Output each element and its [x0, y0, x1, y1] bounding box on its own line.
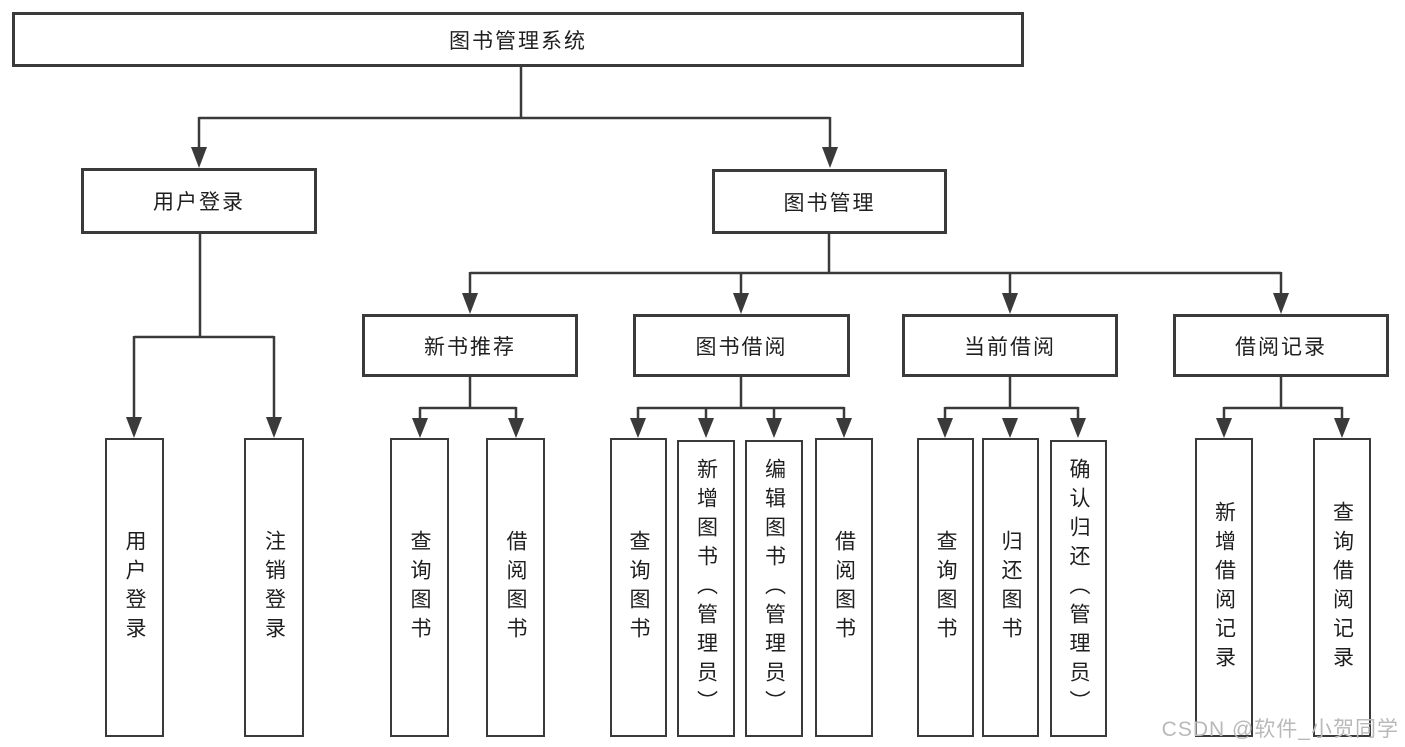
leaf-confirm-return-admin: 确认归还（管理员） [1050, 440, 1107, 737]
leaf-logout: 注销登录 [244, 438, 304, 737]
node-book-management-label: 图书管理 [783, 191, 876, 215]
leaf-borrow-books-2-label: 借阅图书 [832, 529, 856, 646]
leaf-query-books-2-label: 查询图书 [627, 529, 650, 646]
leaf-query-borrow-record-label: 查询借阅记录 [1330, 500, 1354, 675]
node-borrow-records-label: 借阅记录 [1235, 335, 1327, 359]
node-book-borrow: 图书借阅 [633, 314, 850, 377]
leaf-query-books-3: 查询图书 [917, 438, 974, 737]
leaf-add-books-admin-label: 新增图书（管理员） [694, 458, 718, 719]
leaf-query-books-1-label: 查询图书 [408, 529, 431, 646]
leaf-borrow-books-1-label: 借阅图书 [504, 529, 527, 646]
leaf-query-books-1: 查询图书 [390, 438, 449, 737]
node-root-label: 图书管理系统 [449, 29, 587, 53]
leaf-query-books-3-label: 查询图书 [934, 529, 957, 646]
leaf-user-login: 用户登录 [105, 438, 164, 737]
node-book-management: 图书管理 [712, 169, 947, 234]
node-borrow-records: 借阅记录 [1173, 314, 1389, 377]
node-book-borrow-label: 图书借阅 [695, 335, 788, 359]
leaf-logout-label: 注销登录 [262, 529, 286, 646]
leaf-return-books: 归还图书 [982, 438, 1039, 737]
arrowheads [126, 147, 1350, 438]
node-new-book-recommend-label: 新书推荐 [424, 335, 516, 359]
node-current-borrow: 当前借阅 [902, 314, 1118, 377]
leaf-confirm-return-admin-label: 确认归还（管理员） [1067, 458, 1090, 719]
leaf-return-books-label: 归还图书 [999, 529, 1022, 646]
leaf-edit-books-admin-label: 编辑图书（管理员） [762, 458, 786, 719]
node-current-borrow-label: 当前借阅 [964, 335, 1056, 359]
node-user-login-label: 用户登录 [153, 191, 245, 214]
leaf-query-borrow-record: 查询借阅记录 [1313, 438, 1371, 737]
csdn-watermark: CSDN @软件_小贺同学 [1161, 718, 1399, 741]
node-new-book-recommend: 新书推荐 [362, 314, 578, 377]
node-root: 图书管理系统 [12, 12, 1024, 67]
leaf-query-books-2: 查询图书 [610, 438, 667, 737]
node-user-login: 用户登录 [81, 168, 317, 234]
leaf-user-login-label: 用户登录 [123, 529, 146, 646]
leaf-edit-books-admin: 编辑图书（管理员） [745, 440, 803, 737]
leaf-borrow-books-2: 借阅图书 [815, 438, 873, 737]
leaf-add-borrow-record: 新增借阅记录 [1195, 438, 1253, 737]
leaf-borrow-books-1: 借阅图书 [486, 438, 545, 737]
leaf-add-books-admin: 新增图书（管理员） [677, 440, 735, 737]
leaf-add-borrow-record-label: 新增借阅记录 [1212, 500, 1236, 675]
